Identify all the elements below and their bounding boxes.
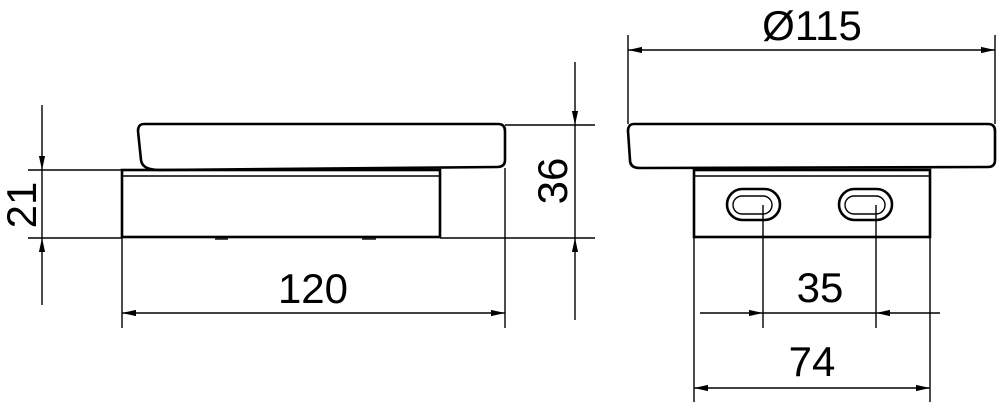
side-view: 21 36 120 [0, 62, 595, 328]
dim-base-width: 74 [789, 338, 836, 385]
dim-hole-spacing: 35 [797, 264, 844, 311]
keyhole-right [837, 187, 894, 222]
base-side [120, 168, 442, 239]
dim-length: 120 [278, 265, 348, 312]
dish-plate-front [626, 122, 997, 170]
keyhole-left [725, 187, 782, 222]
base-front [692, 168, 932, 239]
front-view: Ø115 35 74 [626, 2, 997, 402]
dim-height-base: 21 [0, 182, 45, 229]
dish-plate-side [136, 122, 507, 172]
dim-height-total: 36 [529, 158, 576, 205]
dim-diameter: Ø115 [762, 2, 862, 49]
